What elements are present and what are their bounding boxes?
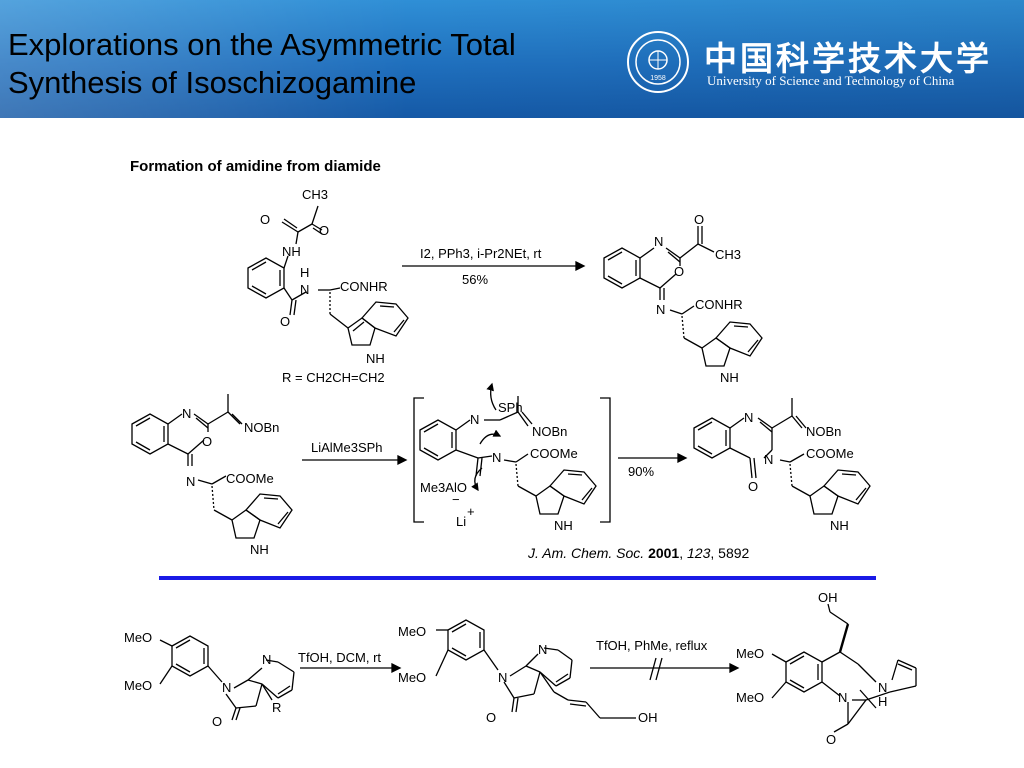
scheme3-product-n-label-2: N <box>878 680 887 695</box>
citation-volume: 123 <box>687 545 711 561</box>
citation: J. Am. Chem. Soc. 2001, 123, 5892 <box>528 545 750 561</box>
scheme1-ch3-label: CH3 <box>302 187 328 202</box>
scheme3-product-o-label: O <box>826 732 836 747</box>
section-title: Formation of amidine from diamide <box>130 158 381 175</box>
scheme2-coome-label: COOMe <box>226 471 274 486</box>
scheme1-product-ch3-label: CH3 <box>715 247 741 262</box>
section-divider <box>159 576 876 580</box>
product2-ring-n-label: N <box>764 452 773 467</box>
intermediate-sph-label: SPh <box>498 400 523 415</box>
scheme1-product-amidine-n-label: N <box>656 302 665 317</box>
scheme1-o-label-1: O <box>260 212 270 227</box>
intermediate-plus-charge: + <box>467 504 475 519</box>
scheme3-n-label-2: N <box>262 652 271 667</box>
intermediate-n-label: N <box>470 412 479 427</box>
citation-year: 2001 <box>648 545 680 561</box>
scheme1-o-label-3: O <box>280 314 290 329</box>
scheme3-int-n-label-1: N <box>498 670 507 685</box>
university-name-en: University of Science and Technology of … <box>707 73 955 88</box>
scheme1-conhr-label: CONHR <box>340 279 388 294</box>
scheme3-o-label: O <box>212 714 222 729</box>
header-shade <box>0 0 1024 118</box>
header-banner <box>0 0 1024 118</box>
product2-n-label: N <box>744 410 753 425</box>
scheme3-int-o-label: O <box>486 710 496 725</box>
intermediate-coome-label: COOMe <box>530 446 578 461</box>
scheme1-h-label: H <box>300 265 309 280</box>
scheme1-reagents: I2, PPh3, i-Pr2NEt, rt <box>420 246 542 261</box>
scheme3-int-meo-label-2: MeO <box>398 670 426 685</box>
emblem-year: 1958 <box>650 75 666 82</box>
product2-coome-label: COOMe <box>806 446 854 461</box>
scheme3-reagent-2: TfOH, PhMe, reflux <box>596 638 708 653</box>
intermediate-me3alo-label: Me3AlO <box>420 480 467 495</box>
scheme3-meo-label-1: MeO <box>124 630 152 645</box>
intermediate-li-label: Li <box>456 514 466 529</box>
university-name-cn: 中国科学技术大学 <box>704 39 992 78</box>
scheme3-reagent-1: TfOH, DCM, rt <box>298 650 381 665</box>
scheme3-product-h-label: H <box>878 694 887 709</box>
scheme2-nobn-label: NOBn <box>244 420 279 435</box>
scheme1-nh-label: NH <box>282 244 301 259</box>
scheme1-product-ring-o-label: O <box>674 264 684 279</box>
scheme1-product-nh-label: NH <box>720 370 739 385</box>
university-emblem-icon: 1958 <box>627 31 689 93</box>
product2-o-label: O <box>748 479 758 494</box>
product2-nh-label: NH <box>830 518 849 533</box>
intermediate-minus-charge: − <box>452 492 460 507</box>
scheme2-reagent: LiAlMe3SPh <box>311 440 383 455</box>
intermediate-nobn-label: NOBn <box>532 424 567 439</box>
product2-nobn-label: NOBn <box>806 424 841 439</box>
scheme2-amidine-n-label: N <box>186 474 195 489</box>
reaction-schemes: CH3 O O NH H N CONHR O NH R = CH2CH=CH2 … <box>124 187 917 747</box>
scheme3-meo-label-2: MeO <box>124 678 152 693</box>
intermediate-amidine-n-label: N <box>492 450 501 465</box>
citation-page: 5892 <box>718 545 750 561</box>
scheme1-indole-nh-label: NH <box>366 351 385 366</box>
scheme3-n-label-1: N <box>222 680 231 695</box>
slide-title-line-2: Synthesis of Isoschizogamine <box>8 65 417 100</box>
scheme1-n-label: N <box>300 282 309 297</box>
scheme2-ring-o-label: O <box>202 434 212 449</box>
citation-journal: J. Am. Chem. Soc. <box>528 545 645 561</box>
intermediate-nh-label: NH <box>554 518 573 533</box>
scheme3-product-meo-label-2: MeO <box>736 690 764 705</box>
slide-title: Explorations on the Asymmetric Total Syn… <box>8 26 608 102</box>
scheme3-int-n-label-2: N <box>538 642 547 657</box>
scheme3-int-meo-label-1: MeO <box>398 624 426 639</box>
scheme2-n-label: N <box>182 406 191 421</box>
scheme2-nh-label: NH <box>250 542 269 557</box>
slide-title-line-1: Explorations on the Asymmetric Total <box>8 27 516 62</box>
scheme2-yield: 90% <box>628 464 654 479</box>
scheme1-o-label-2: O <box>319 223 329 238</box>
scheme1-product-o-label: O <box>694 212 704 227</box>
scheme3-int-oh-label: OH <box>638 710 658 725</box>
scheme1-r-group-label: R = CH2CH=CH2 <box>282 370 385 385</box>
scheme3-r-label: R <box>272 700 281 715</box>
scheme1-product-conhr-label: CONHR <box>695 297 743 312</box>
scheme1-product-n-label: N <box>654 234 663 249</box>
scheme1-yield: 56% <box>462 272 488 287</box>
scheme3-product-oh-label: OH <box>818 590 838 605</box>
scheme3-product-meo-label-1: MeO <box>736 646 764 661</box>
scheme3-product-n-label-1: N <box>838 690 847 705</box>
